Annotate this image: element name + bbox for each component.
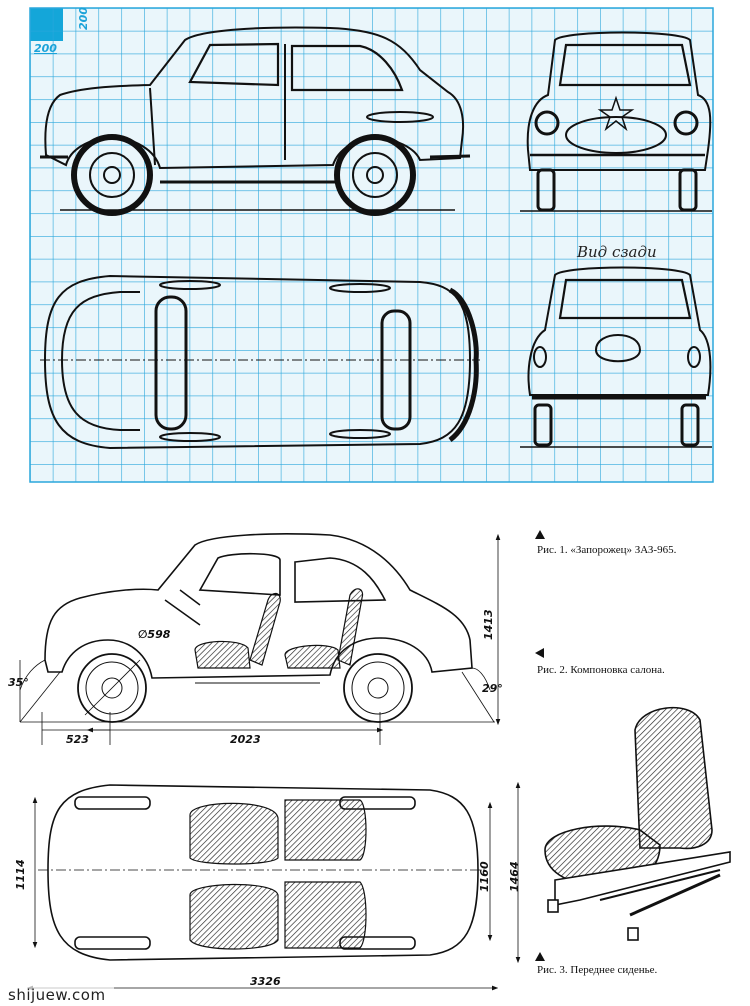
layout-dimension-lines	[19, 533, 501, 745]
front-view-car	[520, 31, 712, 212]
triangle-up-icon	[535, 530, 545, 539]
watermark: shijuew.com	[0, 984, 114, 1006]
scale-label-vertical: 200	[76, 7, 90, 30]
front-track-label: 1160	[478, 861, 491, 892]
rear-track-label: 1114	[14, 859, 27, 890]
layout-side-car	[44, 533, 473, 684]
layout-seat-rear-right	[189, 883, 279, 950]
triangle-up-icon	[535, 952, 545, 961]
wheelbase-label: 2023	[230, 733, 261, 746]
top-view-car	[40, 274, 480, 450]
rear-view-caption: Вид сзади	[577, 243, 657, 261]
front-seat-illustration	[544, 706, 731, 941]
caption-fig2-text: Рис. 2. Компоновка салона.	[537, 664, 665, 676]
total-length-label: 3326	[250, 975, 281, 988]
layout-steering-wheel	[164, 589, 201, 626]
rear-view-car	[520, 266, 712, 448]
scale-label-horizontal: 200	[34, 42, 57, 55]
layout-seat-rear-left	[189, 802, 279, 865]
side-view-rear-wheel	[334, 134, 416, 216]
layout-seat-front-left	[284, 799, 367, 861]
triangle-left-icon	[535, 648, 544, 658]
height-label: 1413	[482, 609, 495, 640]
layout-seat-front-right	[284, 881, 367, 949]
width-label: 1464	[508, 861, 521, 892]
approach-angle-label: 35°	[8, 676, 29, 689]
layout-rear-seat-side	[284, 588, 364, 669]
layout-rear-wheel	[343, 653, 413, 723]
side-view-car	[40, 26, 471, 211]
caption-fig3-text: Рис. 3. Переднее сиденье.	[537, 964, 658, 976]
departure-angle-label: 29°	[482, 682, 503, 695]
wheel-diameter-label: ∅598	[138, 628, 171, 641]
blueprint-grid	[30, 8, 713, 482]
side-view-front-wheel	[71, 134, 153, 216]
caption-fig1-text: Рис. 1. «Запорожец» ЗАЗ-965.	[537, 544, 677, 556]
layout-front-seat-side	[194, 592, 281, 669]
front-overhang-label: 523	[66, 733, 89, 746]
